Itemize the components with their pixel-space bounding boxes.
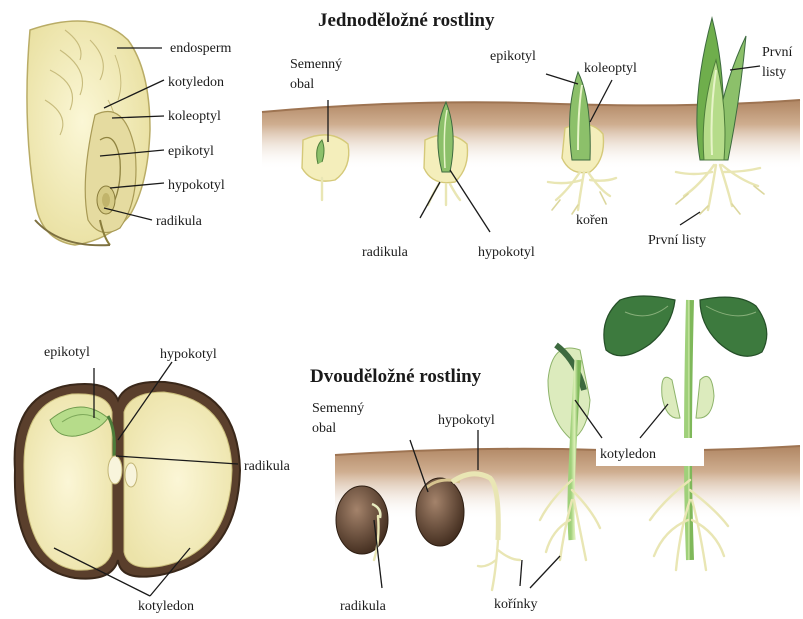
label-kotyledon: kotyledon [168,75,224,90]
label-radikula-mono-stage: radikula [362,245,409,260]
leader-korinky-2 [530,556,560,588]
label-semenny-obal-mono-2: obal [290,77,314,92]
label-epikotyl-mono: epikotyl [168,144,214,159]
label-semenny-obal-mono-1: Semenný [290,57,342,72]
leader-epikotyl-mono-stage [546,74,578,84]
label-hypokotyl-dicot-stage: hypokotyl [438,413,495,428]
label-hypokotyl-mono: hypokotyl [168,178,225,193]
label-koleoptyl-mono-stage: koleoptyl [584,61,637,76]
label-kotyledon-dicot: kotyledon [138,599,194,614]
label-endosperm: endosperm [170,41,232,56]
corn-grain-section [27,21,150,245]
leader-prvni-listy-bottom [680,212,700,225]
label-prvni-listy-bottom: První listy [648,233,706,248]
bean-section [15,382,240,579]
label-radikula-dicot: radikula [244,459,291,474]
label-semenny-obal-dicot-2: obal [312,421,336,436]
label-radikula-mono: radikula [156,214,203,229]
label-prvni-listy-1: První [762,45,792,60]
title-monocot: Jednoděložné rostliny [318,10,495,31]
label-hypokotyl-dicot: hypokotyl [160,347,217,362]
leader-radikula-mono-stage [420,182,440,218]
label-koren: kořen [576,213,608,228]
label-kotyledon-dicot-stage: kotyledon [600,447,656,462]
monocot-stage-1 [302,135,349,200]
dicot-stage-4 [604,296,767,570]
label-radikula-dicot-stage: radikula [340,599,387,614]
title-dicot: Dvouděložné rostliny [310,366,482,387]
label-korinky: kořínky [494,597,538,612]
label-hypokotyl-mono-stage: hypokotyl [478,245,535,260]
label-semenny-obal-dicot-1: Semenný [312,401,364,416]
leader-hypokotyl-mono-stage [450,170,490,232]
label-prvni-listy-2: listy [762,65,786,80]
label-koleoptyl: koleoptyl [168,109,221,124]
leader-korinky-1 [520,560,522,586]
label-epikotyl-mono-stage: epikotyl [490,49,536,64]
leader-kotyledon-stage-2 [640,404,668,438]
dicot-stage-1 [336,486,388,560]
label-epikotyl-dicot: epikotyl [44,345,90,360]
